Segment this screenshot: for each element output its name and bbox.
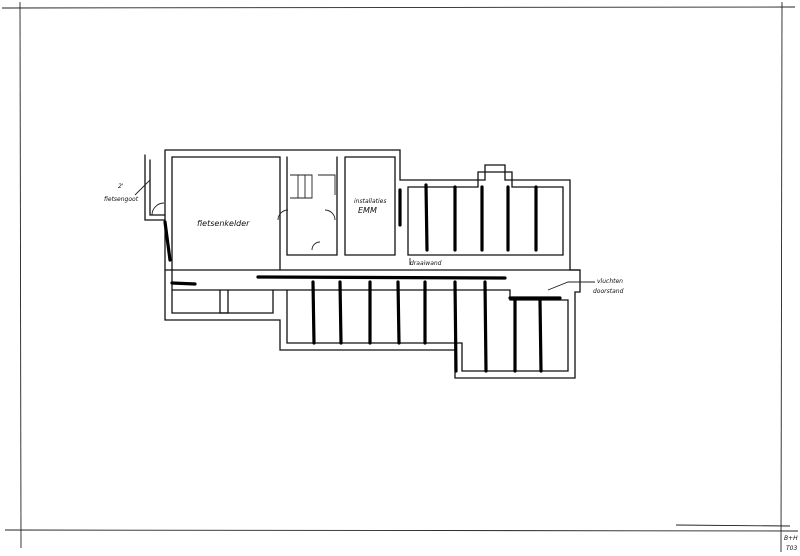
title-block-initials: B+H bbox=[784, 535, 798, 542]
bike-cellar-label: fietsenkelder bbox=[197, 219, 250, 228]
title-block-sheet-number: T03 bbox=[786, 545, 797, 552]
outer-walls bbox=[164, 149, 581, 379]
leader-lines bbox=[134, 179, 595, 291]
storage-partitions bbox=[170, 183, 562, 373]
escape-note-line1: vluchten bbox=[597, 278, 623, 285]
partition-note: draaiwand bbox=[410, 260, 442, 267]
escape-note-line2: doorstand bbox=[593, 288, 624, 295]
installations-label-line1: installaties bbox=[354, 198, 386, 205]
ramp-dimension-label: 2' bbox=[118, 183, 124, 190]
bike-ramp-label: fietsengoot bbox=[104, 196, 139, 203]
ramp-and-stairs bbox=[144, 154, 336, 262]
installations-label-line2: EMM bbox=[358, 206, 377, 215]
